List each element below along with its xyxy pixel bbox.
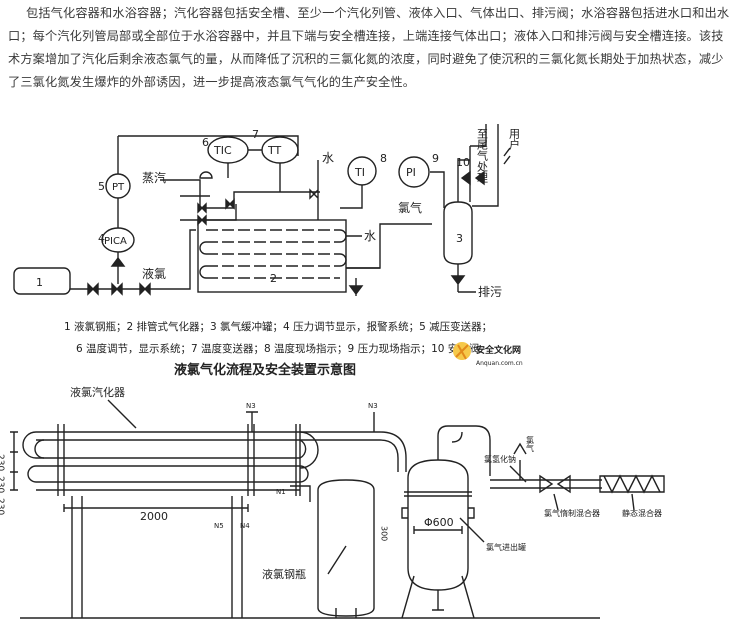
nozzle-n1: N1 (276, 488, 286, 496)
water-top-label: 水 (322, 151, 334, 165)
static-mixer-label: 静态混合器 (622, 508, 662, 518)
water-side-label: 水 (364, 229, 376, 243)
pica-label: PICA (104, 236, 127, 247)
legend-line-2: 6 温度调节，显示系统；7 温度变送器；8 温度现场指示；9 压力现场指示；10… (76, 342, 479, 355)
pt-label: PT (112, 182, 125, 193)
num-9: 9 (432, 152, 439, 165)
nozzle-n4: N4 (240, 522, 250, 530)
num-5: 5 (98, 180, 105, 193)
ti-label: TI (354, 166, 365, 179)
num-4: 4 (98, 232, 105, 245)
legend-line-1: 1 液氯钢瓶；2 排管式气化器；3 氯气缓冲罐；4 压力调节显示，报警系统；5 … (64, 320, 492, 333)
num-3: 3 (456, 232, 463, 245)
cylinder-label: 液氯钢瓶 (262, 567, 306, 581)
cylinder-1 (13, 267, 71, 295)
num-1: 1 (36, 276, 43, 289)
separator-label: 氯气进出罐 (486, 542, 526, 552)
num-2: 2 (270, 272, 277, 285)
num-10: 10 (456, 156, 470, 169)
separator-tank (407, 459, 469, 591)
mixer-gas-label: 氯气惰制混合器 (544, 508, 600, 518)
drain-label: 排污 (478, 285, 502, 299)
nozzle-n3b: N3 (368, 402, 378, 410)
vaporizer-2 (197, 219, 347, 293)
watermark-icon: 安全文化网 Anquan.com.cn (453, 342, 523, 367)
process-figure: PT PICA TIC TT TI PI 1 2 3 4 5 6 7 8 9 1… (0, 116, 738, 626)
pi-label: PI (406, 166, 416, 179)
watermark-logo: 安全文化网 Anquan.com.cn (450, 337, 540, 371)
process-diagram: PT PICA TIC TT TI PI 1 2 3 4 5 6 7 8 9 1… (0, 124, 665, 619)
pi-gauge (398, 156, 430, 188)
watermark-url: Anquan.com.cn (476, 360, 523, 367)
liquid-chlorine-label: 液氯 (142, 266, 166, 281)
chlorine-label: 氯气 (526, 435, 535, 452)
dim-diameter: Φ600 (424, 516, 454, 529)
dim-length: 2000 (140, 510, 168, 523)
buffer-tank-3 (443, 201, 473, 265)
tic-label: TIC (213, 144, 232, 157)
tt-label: TT (267, 144, 282, 157)
dim-pitch-1: 230 (0, 454, 5, 471)
nozzle-n3a: N3 (246, 402, 256, 410)
num-7: 7 (252, 128, 259, 141)
steam-label: 蒸汽 (142, 170, 166, 185)
num-6: 6 (202, 136, 209, 149)
dim-height: 300 (380, 526, 389, 541)
diagram-title: 液氯气化流程及安全装置示意图 (174, 362, 356, 378)
description-paragraph: 包括气化容器和水浴容器；汽化容器包括安全槽、至少一个汽化列管、液体入口、气体出口… (8, 6, 730, 89)
hcl-label: 氯氢化钠 (484, 454, 516, 464)
dim-pitch-3: 230 (0, 498, 5, 515)
chlorine-gas-label: 氯气 (398, 200, 422, 215)
tail-gas-label: 至尾气处理 (476, 128, 489, 183)
nozzle-n5: N5 (214, 522, 224, 530)
dim-pitch-2: 230 (0, 476, 5, 493)
num-8: 8 (380, 152, 387, 165)
user-label: 用户 (508, 128, 521, 151)
watermark-text: 安全文化网 (476, 344, 521, 356)
lower-cylinder (317, 479, 375, 617)
vaporizer-label: 液氯汽化器 (70, 385, 125, 399)
